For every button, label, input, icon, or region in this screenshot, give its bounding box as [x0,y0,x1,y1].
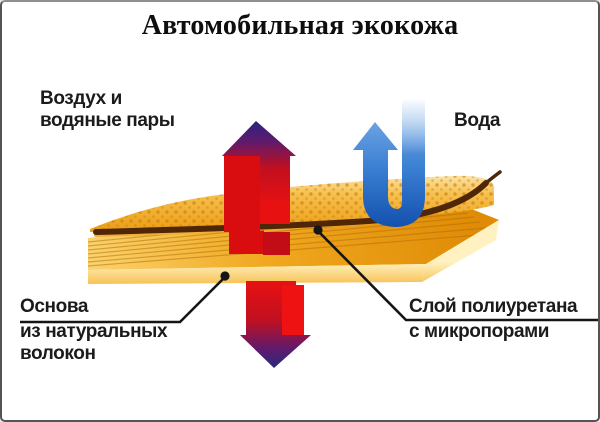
label-water: Вода [454,110,501,131]
label-polyurethane-line2: с микропорами [409,321,550,342]
base-callout-line [20,276,226,324]
label-polyurethane-layer: Слой полиуретана с микропорами [409,296,578,343]
polyurethane-film-line [93,180,489,235]
micropore-dots-texture [90,175,495,232]
label-base-line3: волокон [20,343,96,364]
water-stream-fade [400,98,427,154]
vapor-up-arrow [222,121,296,232]
label-base-line1: Основа [20,296,89,317]
base-callout-dot [220,271,230,281]
label-polyurethane-line1: Слой полиуретана [409,296,578,317]
water-bounce-arrow [353,98,427,227]
polyurethane-film-curl [484,170,502,185]
polyurethane-callout-dot [313,225,323,235]
vapor-between-layers [229,228,290,255]
callout-lines [20,230,598,324]
label-air-vapor-line2: водяные пары [40,110,175,131]
base-layer-right-face [422,220,499,282]
label-base-layer: Основа из натуральных волокон [20,296,168,365]
polyurethane-callout-line [317,230,598,322]
label-base-line2: из натуральных [20,321,168,342]
base-layer-front-face [88,264,426,284]
vapor-down-arrow [240,281,311,368]
label-air-vapor: Воздух и водяные пары [40,88,175,132]
page-title: Автомобильная экокожа [141,10,459,41]
label-air-vapor-line1: Воздух и [40,88,122,109]
